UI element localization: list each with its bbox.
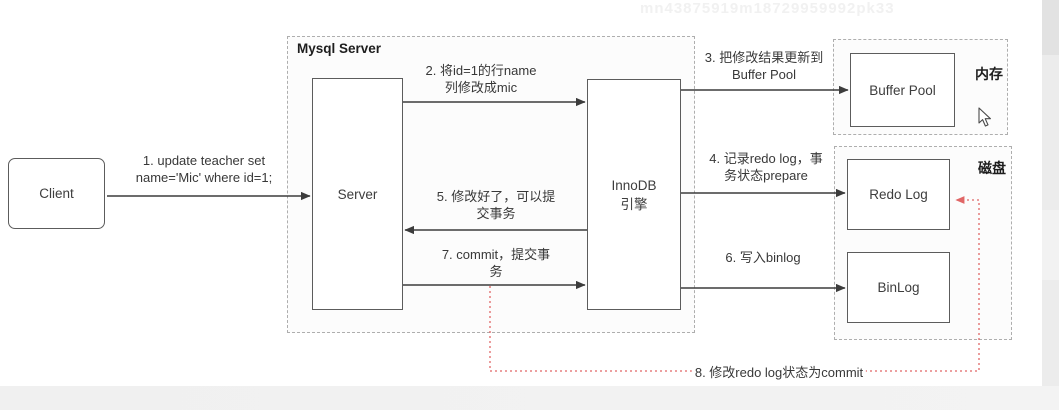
step5-label-line1: 5. 修改好了，可以提 [436,189,556,204]
server-node: Server [312,78,403,310]
step2-label-line2: 列修改成mic [444,79,518,95]
step7-label-line1: 7. commit，提交事 [441,247,551,262]
step1-label-line1: 1. update teacher set [142,153,266,168]
client-node-label: Client [39,186,74,201]
step6-label-line1: 6. 写入binlog [725,250,801,265]
step1-label-line2: name='Mic' where id=1; [135,169,273,185]
step1-label: 1. update teacher set name='Mic' where i… [136,153,272,186]
innodb-node-label-line2: 引擎 [620,196,648,212]
disk-container-title: 磁盘 [978,160,1006,176]
memory-container-title: 内存 [975,66,1003,82]
step4-label: 4. 记录redo log，事 务状态prepare [709,151,822,184]
redo-log-node-label: Redo Log [869,187,928,202]
binlog-node-label: BinLog [877,280,920,295]
step2-label-line1: 2. 将id=1的行name [425,63,537,78]
binlog-node: BinLog [847,252,950,323]
step3-label-line1: 3. 把修改结果更新到 [704,50,824,65]
buffer-pool-node-label: Buffer Pool [869,82,936,98]
innodb-engine-node: InnoDB 引擎 [587,79,681,310]
step7-label: 7. commit，提交事 务 [442,247,550,280]
client-node: Client [8,158,105,229]
step6-label: 6. 写入binlog [725,250,800,267]
watermark-text: mn43875919m18729959992pk33 [640,0,895,17]
step4-label-line2: 务状态prepare [724,167,808,183]
step2-label: 2. 将id=1的行name 列修改成mic [426,63,537,96]
step3-label: 3. 把修改结果更新到 Buffer Pool [705,50,823,83]
step5-label: 5. 修改好了，可以提 交事务 [437,189,555,222]
buffer-pool-node: Buffer Pool [850,53,955,127]
step8-label-line1: 8. 修改redo log状态为commit [694,365,864,380]
redo-log-node: Redo Log [847,159,950,230]
step3-label-line2: Buffer Pool [731,66,797,82]
right-gray-strip [1042,0,1059,410]
right-strip-patch-mid [1042,210,1059,280]
step7-label-line2: 务 [489,263,503,279]
bottom-gray-band [0,386,1059,410]
step5-label-line2: 交事务 [476,205,516,221]
innodb-node-label-line1: InnoDB [611,177,657,193]
server-node-label: Server [337,186,378,202]
right-strip-patch-top [1042,0,1059,55]
step8-label: 8. 修改redo log状态为commit [691,365,867,382]
mysql-server-container-title: Mysql Server [297,41,382,56]
step4-label-line1: 4. 记录redo log，事 [709,151,823,166]
